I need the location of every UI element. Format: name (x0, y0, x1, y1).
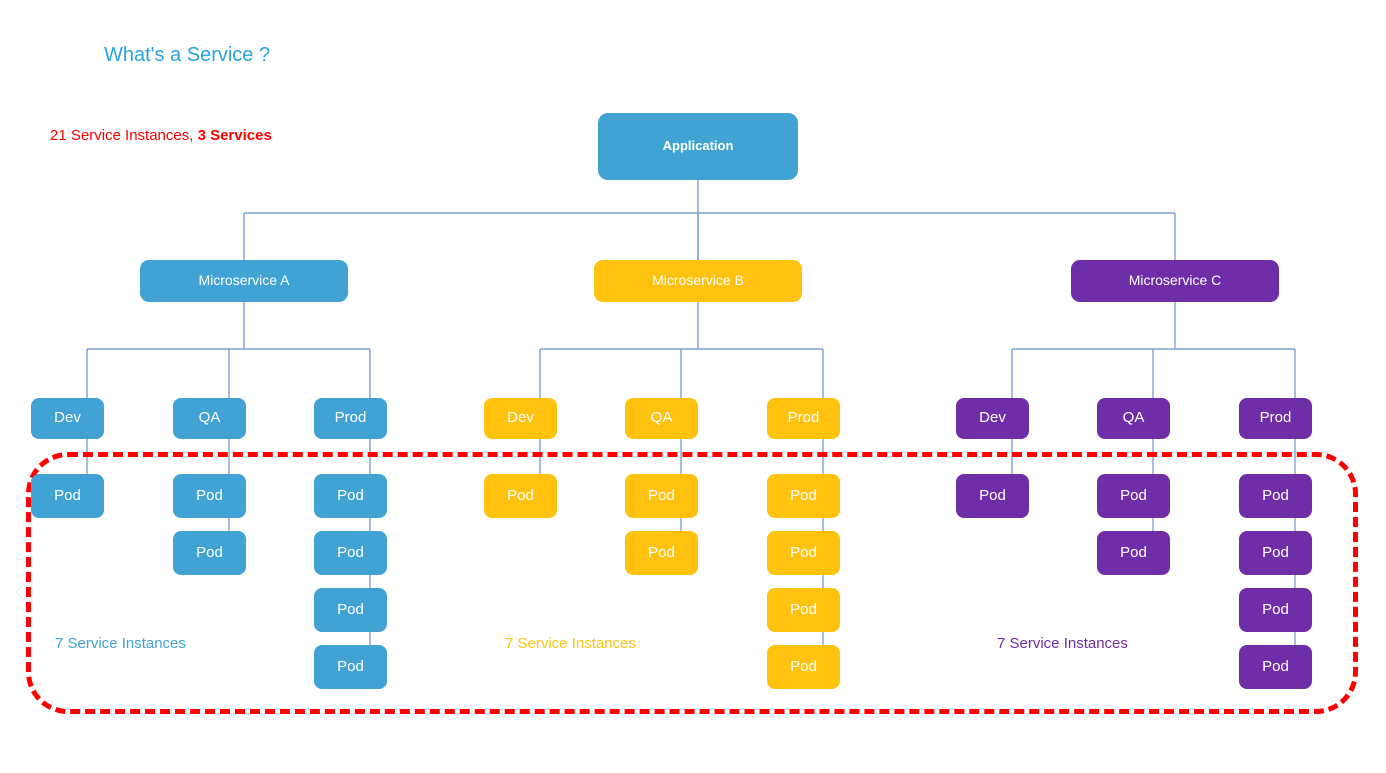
pod-node-label: Pod (1262, 486, 1289, 504)
pod-node[interactable]: Pod (1239, 474, 1312, 518)
pod-node-label: Pod (1262, 543, 1289, 561)
pod-node-label: Pod (1120, 486, 1147, 504)
pod-node-label: Pod (979, 486, 1006, 504)
service-instance-count-microservice-c: 7 Service Instances (997, 635, 1128, 652)
environment-node-microservice-a-qa[interactable]: QA (173, 398, 246, 439)
pod-node[interactable]: Pod (31, 474, 104, 518)
pod-node[interactable]: Pod (314, 588, 387, 632)
pod-node[interactable]: Pod (314, 645, 387, 689)
service-instance-count-microservice-a: 7 Service Instances (55, 635, 186, 652)
microservice-node-a[interactable]: Microservice A (140, 260, 348, 302)
application-node[interactable]: Application (598, 113, 798, 180)
pod-node-label: Pod (337, 543, 364, 561)
environment-node-microservice-a-qa-label: QA (198, 409, 221, 427)
pod-node-label: Pod (1262, 657, 1289, 675)
pod-node[interactable]: Pod (1239, 588, 1312, 632)
pod-node[interactable]: Pod (1097, 474, 1170, 518)
pod-node-label: Pod (790, 657, 817, 675)
microservice-node-b-label: Microservice B (652, 272, 744, 289)
environment-node-microservice-a-prod-label: Prod (334, 409, 367, 427)
pod-node[interactable]: Pod (767, 531, 840, 575)
pod-node-label: Pod (54, 486, 81, 504)
summary-label: 21 Service Instances, 3 Services (50, 127, 272, 144)
pod-node[interactable]: Pod (767, 588, 840, 632)
environment-node-microservice-c-prod[interactable]: Prod (1239, 398, 1312, 439)
microservice-node-b[interactable]: Microservice B (594, 260, 802, 302)
pod-node-label: Pod (790, 486, 817, 504)
pod-node[interactable]: Pod (956, 474, 1029, 518)
summary-emphasis: 3 Services (197, 127, 272, 144)
environment-node-microservice-a-dev[interactable]: Dev (31, 398, 104, 439)
environment-node-microservice-c-dev[interactable]: Dev (956, 398, 1029, 439)
environment-node-microservice-c-prod-label: Prod (1259, 409, 1292, 427)
environment-node-microservice-b-dev[interactable]: Dev (484, 398, 557, 439)
pod-node-label: Pod (1262, 600, 1289, 618)
pod-node-label: Pod (507, 486, 534, 504)
pod-node-label: Pod (337, 486, 364, 504)
pod-node-label: Pod (790, 600, 817, 618)
environment-node-microservice-b-dev-label: Dev (507, 409, 534, 427)
microservice-node-a-label: Microservice A (198, 272, 290, 289)
environment-node-microservice-c-qa[interactable]: QA (1097, 398, 1170, 439)
pod-node-label: Pod (196, 486, 223, 504)
page-title: What's a Service ? (104, 44, 271, 66)
environment-node-microservice-b-qa-label: QA (650, 409, 673, 427)
pod-node-label: Pod (790, 543, 817, 561)
pod-node-label: Pod (648, 543, 675, 561)
pod-node-label: Pod (648, 486, 675, 504)
pod-node[interactable]: Pod (173, 474, 246, 518)
pod-node[interactable]: Pod (625, 474, 698, 518)
microservice-node-c-label: Microservice C (1128, 272, 1222, 289)
pod-node-label: Pod (337, 657, 364, 675)
environment-node-microservice-c-dev-label: Dev (979, 409, 1006, 427)
pod-node[interactable]: Pod (314, 531, 387, 575)
environment-node-microservice-b-prod-label: Prod (787, 409, 820, 427)
environment-node-microservice-b-qa[interactable]: QA (625, 398, 698, 439)
summary-prefix: 21 Service Instances, (50, 127, 198, 144)
pod-node-label: Pod (196, 543, 223, 561)
pod-node-label: Pod (337, 600, 364, 618)
environment-node-microservice-a-prod[interactable]: Prod (314, 398, 387, 439)
environment-node-microservice-a-dev-label: Dev (54, 409, 81, 427)
application-node-label: Application (662, 138, 734, 154)
environment-node-microservice-b-prod[interactable]: Prod (767, 398, 840, 439)
pod-node[interactable]: Pod (625, 531, 698, 575)
pod-node[interactable]: Pod (314, 474, 387, 518)
environment-node-microservice-c-qa-label: QA (1122, 409, 1145, 427)
pod-node[interactable]: Pod (1097, 531, 1170, 575)
pod-node[interactable]: Pod (767, 474, 840, 518)
pod-node-label: Pod (1120, 543, 1147, 561)
pod-node[interactable]: Pod (173, 531, 246, 575)
pod-node[interactable]: Pod (1239, 531, 1312, 575)
pod-node[interactable]: Pod (484, 474, 557, 518)
microservice-node-c[interactable]: Microservice C (1071, 260, 1279, 302)
pod-node[interactable]: Pod (767, 645, 840, 689)
pod-node[interactable]: Pod (1239, 645, 1312, 689)
service-instance-count-microservice-b: 7 Service Instances (505, 635, 636, 652)
